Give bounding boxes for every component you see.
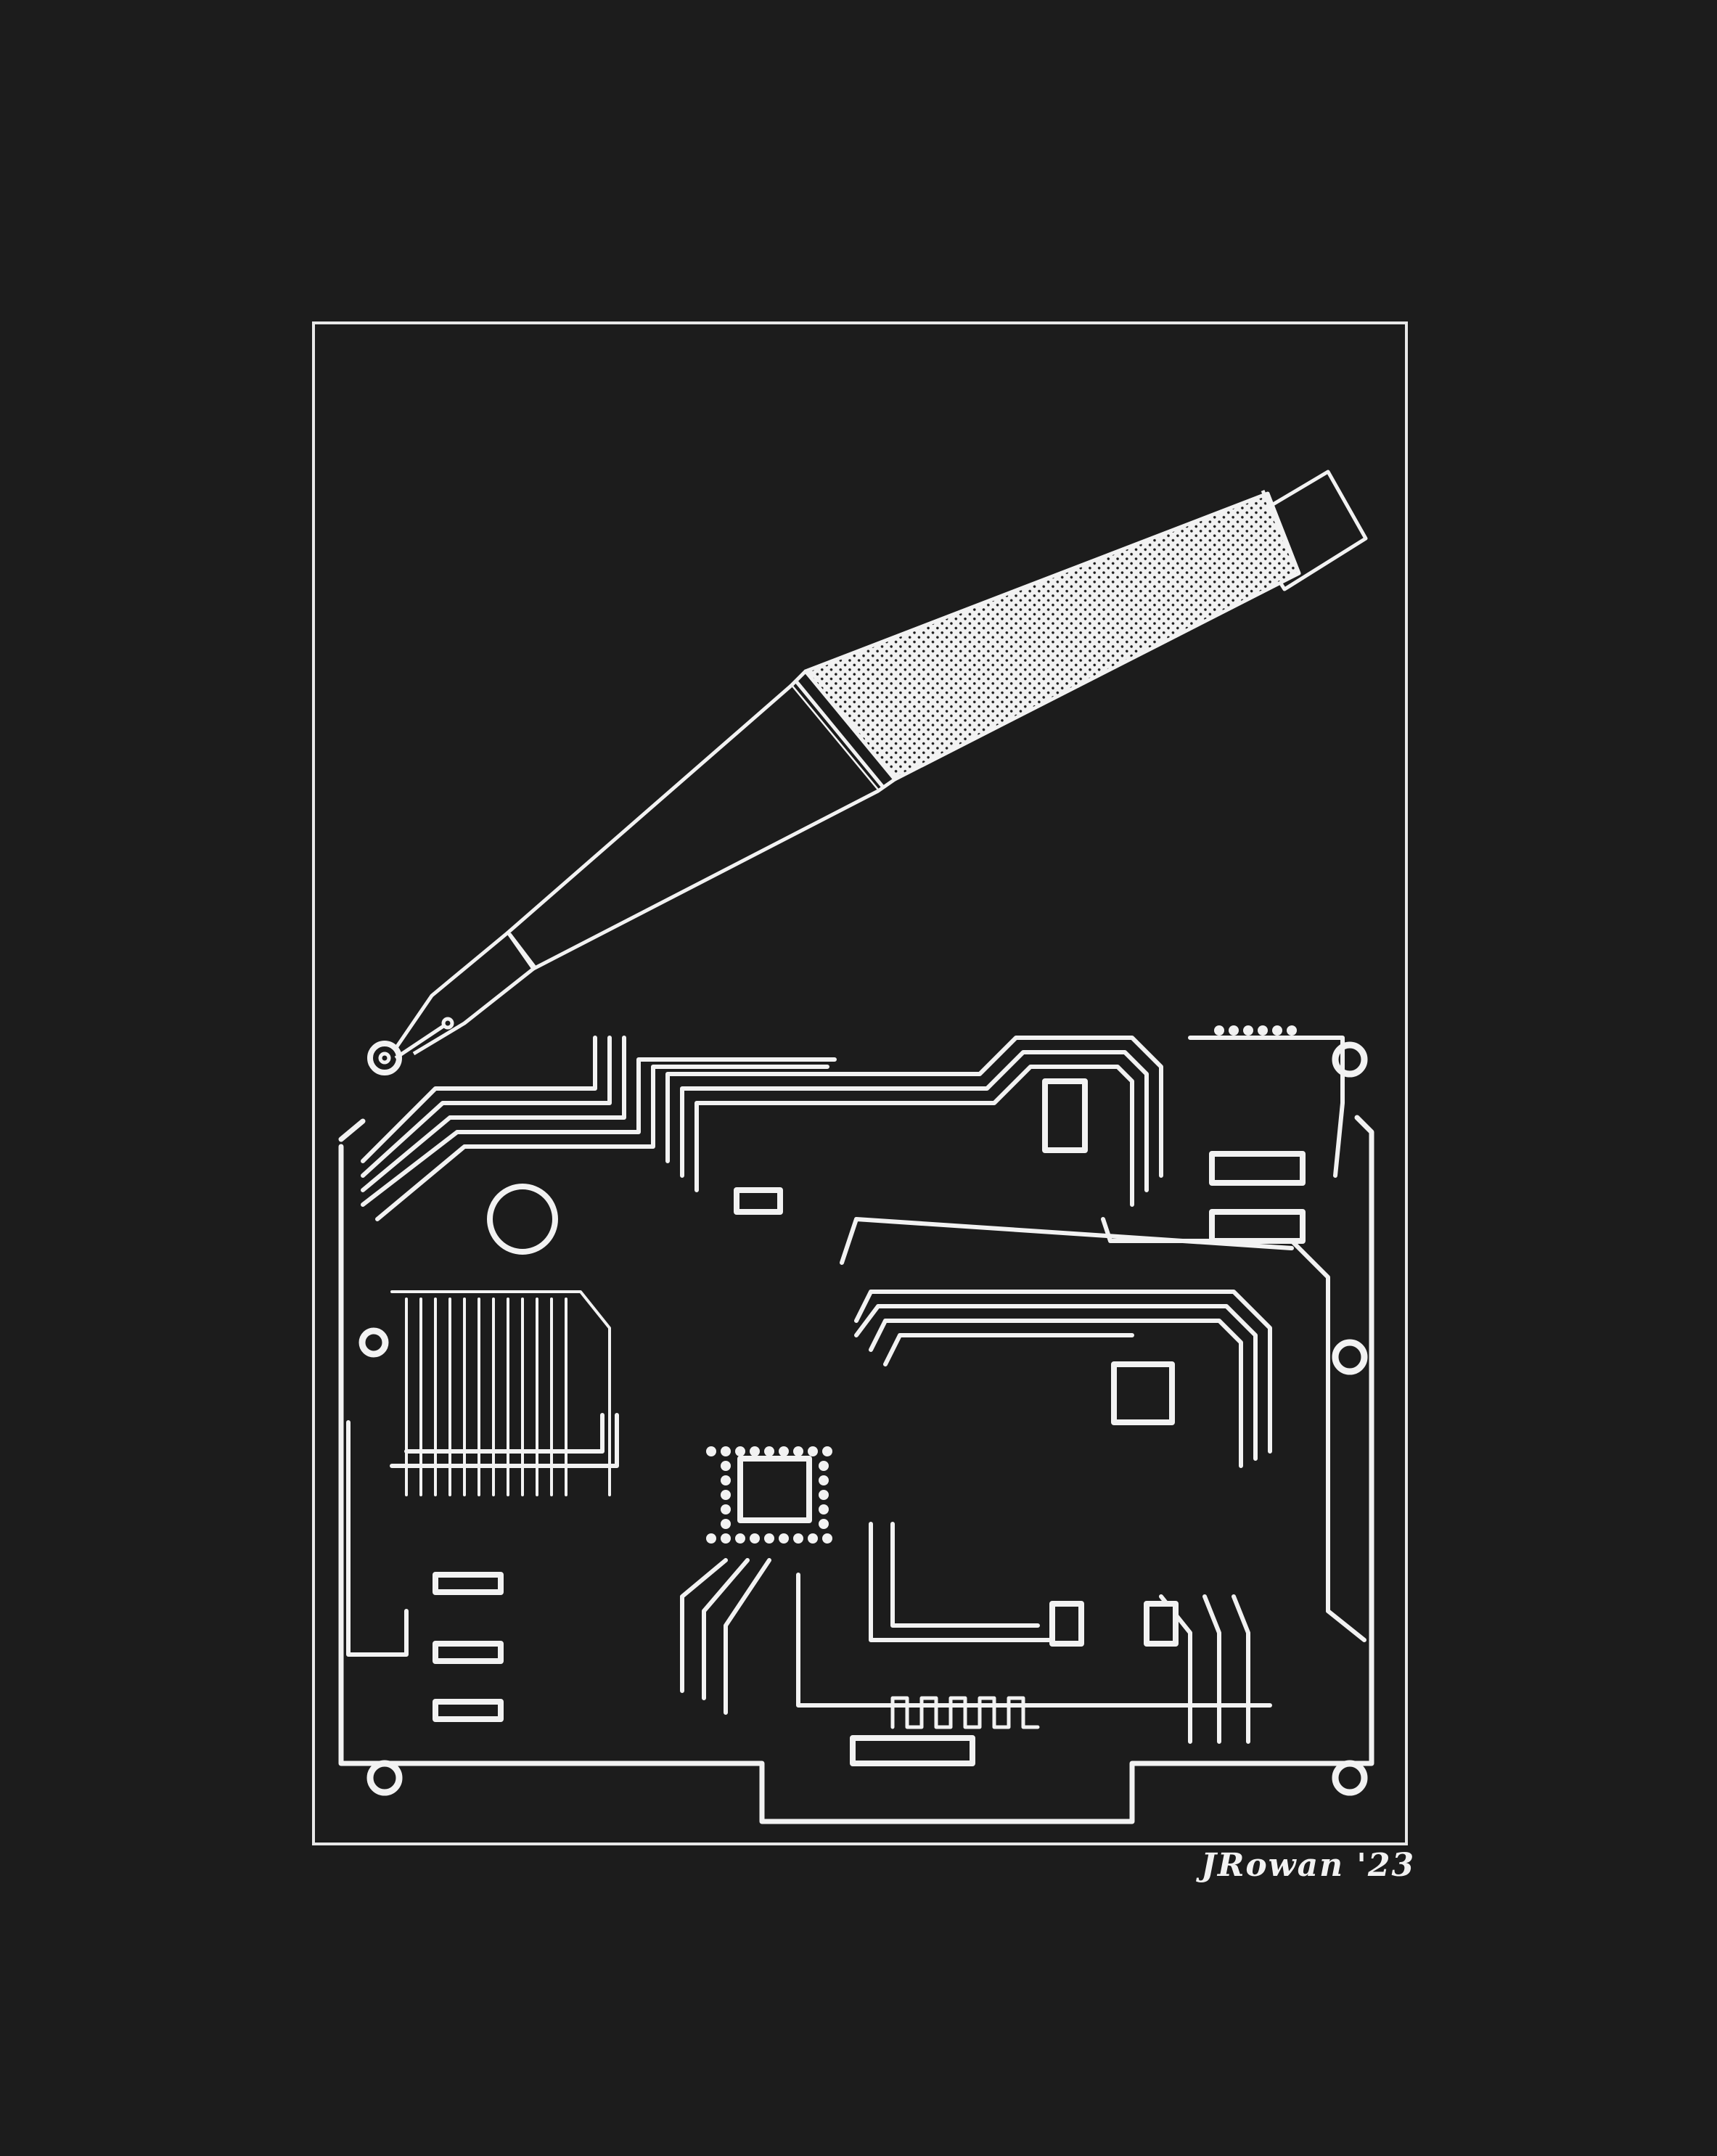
nib bbox=[393, 931, 535, 1056]
knurled-grip bbox=[803, 491, 1301, 782]
round-component bbox=[487, 1184, 558, 1255]
chips bbox=[433, 1078, 1306, 1766]
traces bbox=[346, 1036, 1366, 1744]
bga-chip-main bbox=[737, 1456, 812, 1523]
ic-top bbox=[1042, 1078, 1088, 1153]
fountain-pen bbox=[367, 470, 1368, 1075]
border-frame bbox=[312, 321, 1408, 1845]
left-pad-matrix bbox=[390, 1290, 611, 1496]
bga-chip-right bbox=[1111, 1361, 1175, 1425]
circuit-board bbox=[338, 1025, 1374, 1824]
mounting-holes bbox=[358, 1041, 1368, 1796]
artist-signature: JRowan '23 bbox=[1201, 1847, 1416, 1884]
bga-pads bbox=[706, 1025, 1297, 1544]
serpentine-trace bbox=[890, 1696, 1040, 1729]
